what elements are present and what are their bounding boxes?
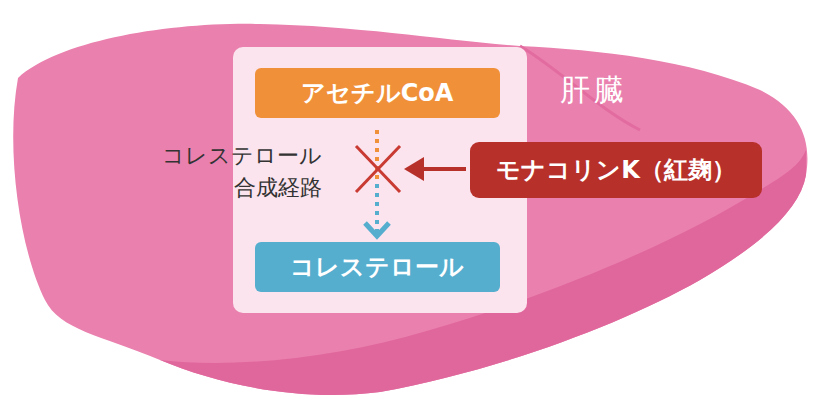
dotted-arrow [365,130,389,236]
start-box: アセチルCoA [255,68,500,118]
node-label: アセチルCoA [301,79,454,108]
pathway-label: コレステロール 合成経路 [122,140,322,204]
product-box: コレステロール [255,242,500,292]
inhibit-arrow [418,167,466,171]
arrowhead [365,223,389,236]
node-label: コレステロール [290,253,464,282]
block-cross [356,146,400,192]
node-label: モナコリンK（紅麹） [496,156,736,185]
inhibit-arrowhead [404,157,424,181]
dotted-line [375,130,379,232]
organ-name: 肝臓 [560,70,628,111]
inhibitor-box: モナコリンK（紅麹） [470,142,762,198]
liver-shape [13,24,807,395]
block-cross [356,146,400,192]
liver-lobe-line [520,46,640,130]
